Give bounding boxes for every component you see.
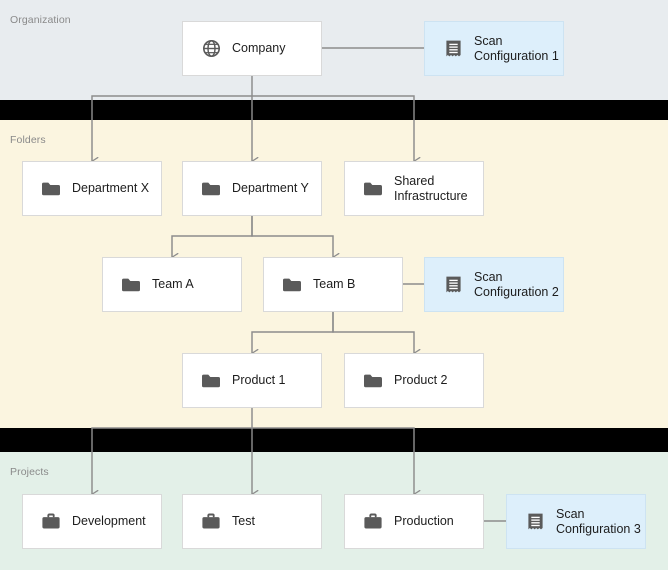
- node-label-shared-infra: Shared Infrastructure: [394, 174, 468, 203]
- folder-icon: [41, 179, 61, 199]
- folder-icon: [363, 179, 383, 199]
- section-band-organization: [0, 0, 668, 100]
- folder-icon: [282, 275, 302, 295]
- node-production[interactable]: Production: [344, 494, 484, 549]
- node-product-2[interactable]: Product 2: [344, 353, 484, 408]
- node-product-1[interactable]: Product 1: [182, 353, 322, 408]
- node-scan-3[interactable]: Scan Configuration 3: [506, 494, 646, 549]
- node-label-company: Company: [232, 41, 286, 56]
- briefcase-icon: [363, 512, 383, 532]
- node-label-test: Test: [232, 514, 255, 529]
- node-label-team-a: Team A: [152, 277, 194, 292]
- node-team-a[interactable]: Team A: [102, 257, 242, 312]
- receipt-icon: [525, 512, 545, 532]
- node-label-department-y: Department Y: [232, 181, 309, 196]
- folder-icon: [121, 275, 141, 295]
- receipt-icon: [443, 39, 463, 59]
- folder-icon: [363, 371, 383, 391]
- section-label-folders: Folders: [10, 134, 46, 146]
- folder-icon: [201, 371, 221, 391]
- node-department-x[interactable]: Department X: [22, 161, 162, 216]
- node-company[interactable]: Company: [182, 21, 322, 76]
- node-team-b[interactable]: Team B: [263, 257, 403, 312]
- node-scan-1[interactable]: Scan Configuration 1: [424, 21, 564, 76]
- section-label-organization: Organization: [10, 14, 71, 26]
- node-label-product-1: Product 1: [232, 373, 286, 388]
- node-label-scan-2: Scan Configuration 2: [474, 270, 559, 299]
- node-shared-infra[interactable]: Shared Infrastructure: [344, 161, 484, 216]
- node-label-production: Production: [394, 514, 454, 529]
- node-label-product-2: Product 2: [394, 373, 448, 388]
- node-scan-2[interactable]: Scan Configuration 2: [424, 257, 564, 312]
- node-label-department-x: Department X: [72, 181, 150, 196]
- node-label-team-b: Team B: [313, 277, 356, 292]
- node-development[interactable]: Development: [22, 494, 162, 549]
- receipt-icon: [443, 275, 463, 295]
- node-label-scan-1: Scan Configuration 1: [474, 34, 559, 63]
- briefcase-icon: [201, 512, 221, 532]
- node-label-scan-3: Scan Configuration 3: [556, 507, 641, 536]
- briefcase-icon: [41, 512, 61, 532]
- globe-icon: [201, 39, 221, 59]
- node-label-development: Development: [72, 514, 146, 529]
- section-label-projects: Projects: [10, 466, 49, 478]
- node-department-y[interactable]: Department Y: [182, 161, 322, 216]
- node-test[interactable]: Test: [182, 494, 322, 549]
- folder-icon: [201, 179, 221, 199]
